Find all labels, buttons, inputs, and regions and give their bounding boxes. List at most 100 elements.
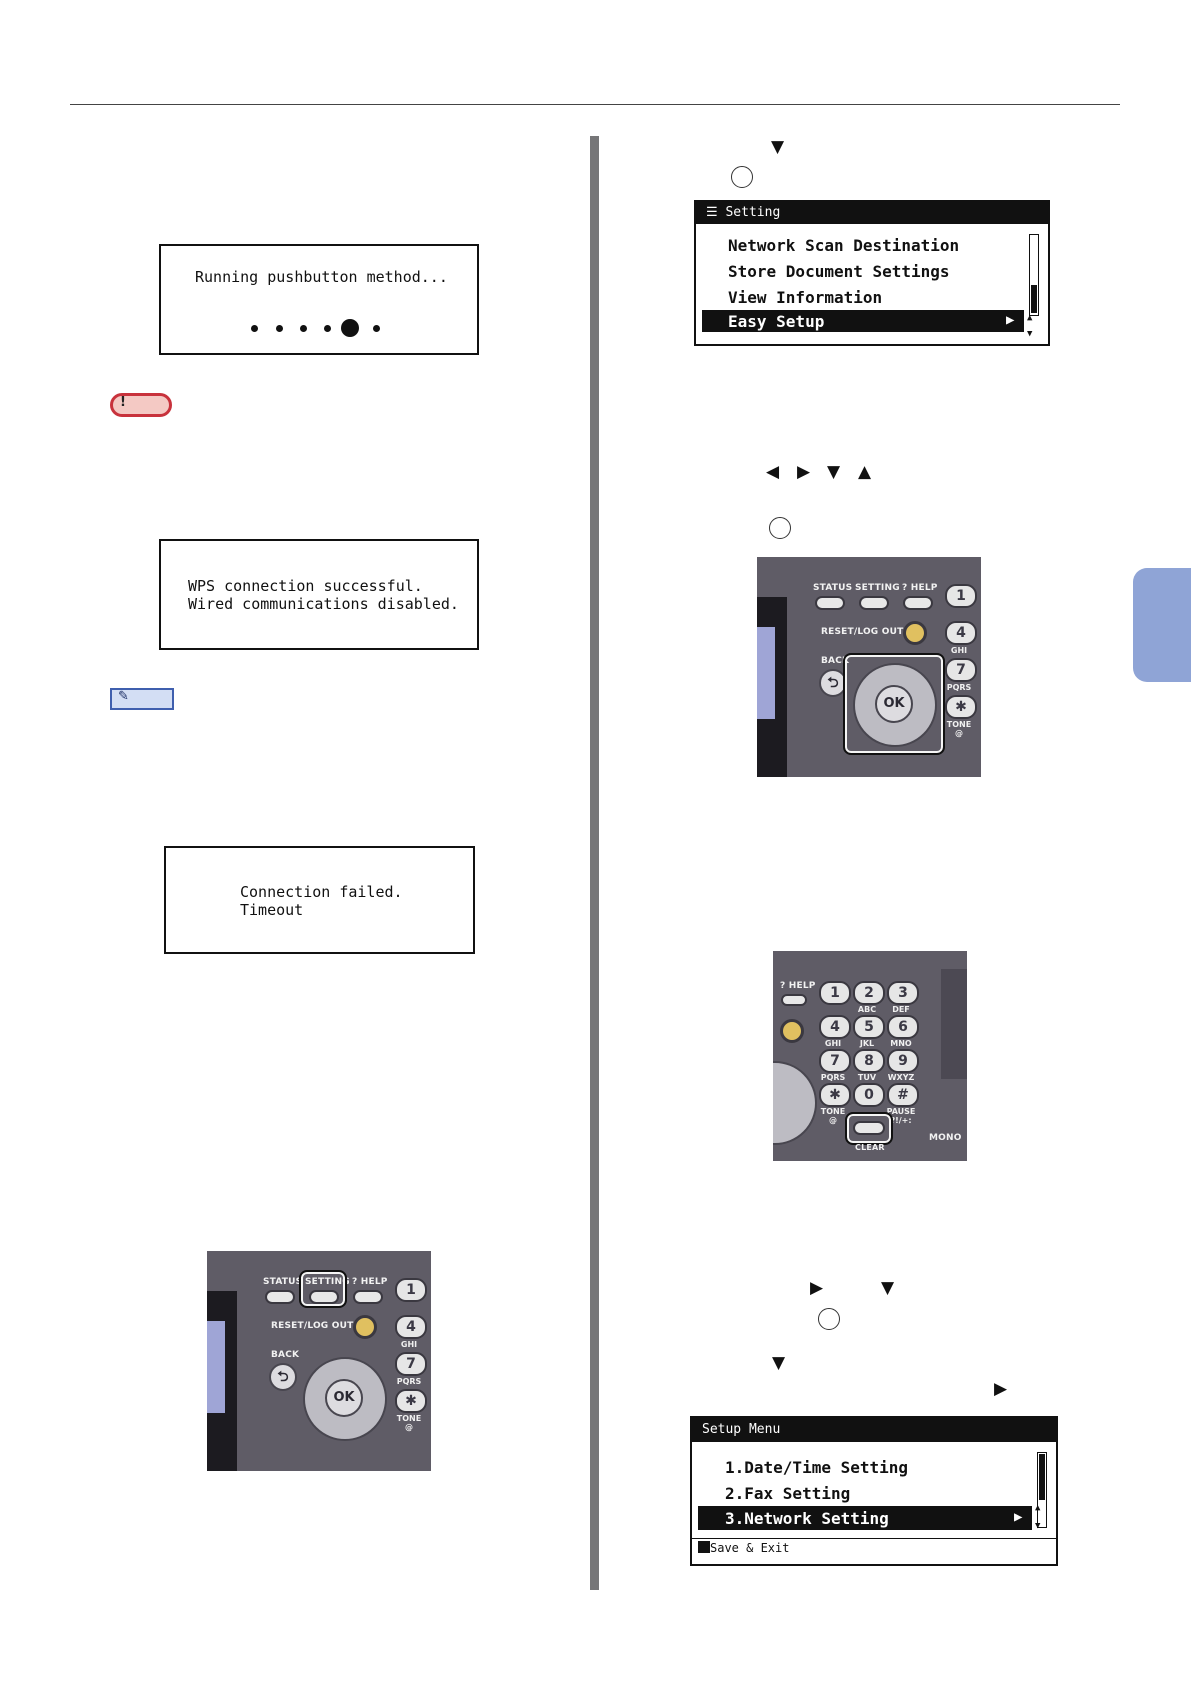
menu-item-network-setting[interactable]: 3.Network Setting ▶ — [698, 1506, 1032, 1530]
header-rule — [70, 104, 1120, 105]
menu-item-easy-setup-label: Easy Setup — [728, 312, 825, 331]
setting-label: SETTING — [855, 583, 900, 593]
key-star-sub: TONE @ — [396, 1414, 422, 1432]
column-divider — [590, 136, 599, 1590]
key-7-sub: PQRS — [820, 1073, 846, 1082]
key-4[interactable]: 4 — [819, 1015, 851, 1039]
setting-button-highlight — [299, 1270, 347, 1308]
lcd-connection-failed: Connection failed. Timeout — [164, 846, 475, 954]
lcd-failed-line2: Timeout — [240, 901, 304, 919]
reset-logout-button[interactable] — [780, 1019, 804, 1043]
key-1[interactable]: 1 — [395, 1278, 427, 1302]
help-label: ? HELP — [780, 981, 816, 991]
key-star[interactable]: ✱ — [945, 695, 977, 719]
key-hash[interactable]: # — [887, 1083, 919, 1107]
key-3-sub: DEF — [892, 1005, 910, 1014]
progress-dot — [373, 325, 380, 332]
scroll-up-icon: ▲ — [1035, 1503, 1041, 1513]
lcd-wps-success: WPS connection successful. Wired communi… — [159, 539, 479, 650]
progress-dot — [324, 325, 331, 332]
key-0[interactable]: 0 — [853, 1083, 885, 1107]
help-button[interactable] — [781, 994, 807, 1006]
setting-icon: ☰ — [706, 205, 718, 220]
reset-logout-button[interactable] — [903, 621, 927, 645]
navigation-pad[interactable] — [773, 1061, 817, 1145]
key-2-sub: ABC — [857, 1005, 877, 1014]
panel-screen — [207, 1321, 225, 1413]
key-star[interactable]: ✱ — [395, 1389, 427, 1413]
ok-circle-icon — [818, 1308, 840, 1330]
key-7[interactable]: 7 — [945, 658, 977, 682]
setup-menu-footer-divider — [692, 1538, 1056, 1539]
help-label: ? HELP — [902, 583, 938, 593]
operator-panel-navigation: STATUS SETTING ? HELP RESET/LOG OUT BACK… — [757, 557, 981, 777]
key-5[interactable]: 5 — [853, 1015, 885, 1039]
menu-item-network-setting-label: 3.Network Setting — [725, 1509, 889, 1528]
setup-menu-scrollbar[interactable] — [1037, 1452, 1047, 1528]
menu-item-fax-setting[interactable]: 2.Fax Setting — [725, 1484, 851, 1503]
note-badge: ! — [110, 393, 172, 417]
ok-button[interactable]: OK — [875, 685, 913, 723]
clear-button[interactable] — [853, 1121, 885, 1135]
menu-item-view-information[interactable]: View Information — [728, 288, 883, 307]
key-8-sub: TUV — [857, 1073, 877, 1082]
status-button[interactable] — [265, 1290, 295, 1304]
menu-item-store-document-settings[interactable]: Store Document Settings — [728, 262, 950, 281]
key-7-sub: PQRS — [946, 683, 972, 692]
key-2[interactable]: 2 — [853, 981, 885, 1005]
key-4[interactable]: 4 — [395, 1315, 427, 1339]
key-4-sub: GHI — [824, 1039, 842, 1048]
key-9[interactable]: 9 — [887, 1049, 919, 1073]
ok-button[interactable]: OK — [325, 1379, 363, 1417]
lcd-success-line1: WPS connection successful. — [188, 577, 423, 595]
setting-menu-screen: ☰ Setting Network Scan Destination Store… — [694, 200, 1050, 346]
key-7[interactable]: 7 — [819, 1049, 851, 1073]
scrollbar-thumb[interactable] — [1031, 285, 1037, 313]
help-label: ? HELP — [352, 1277, 388, 1287]
ok-circle-icon — [731, 166, 753, 188]
down-arrow-icon: ▼ — [827, 462, 841, 482]
help-button[interactable] — [903, 596, 933, 610]
menu-item-easy-setup[interactable]: Easy Setup ▶ — [702, 310, 1024, 332]
key-4-sub: GHI — [400, 1340, 418, 1349]
key-1[interactable]: 1 — [945, 584, 977, 608]
back-label: BACK — [271, 1350, 300, 1360]
back-button[interactable]: ⮌ — [269, 1363, 297, 1391]
key-4-sub: GHI — [950, 646, 968, 655]
key-hash-sub: PAUSE ?!/+: — [886, 1107, 916, 1125]
save-exit-button[interactable]: Save & Exit — [698, 1541, 789, 1555]
help-button[interactable] — [353, 1290, 383, 1304]
menu-item-network-scan-destination[interactable]: Network Scan Destination — [728, 236, 960, 255]
scrollbar-thumb[interactable] — [1039, 1454, 1045, 1500]
operator-panel-keypad: ? HELP 1 2 ABC 3 DEF 4 GHI 5 JKL 6 MNO 7… — [773, 951, 967, 1161]
setup-menu-title: Setup Menu — [692, 1418, 1056, 1442]
status-label: STATUS — [813, 583, 853, 593]
key-9-sub: WXYZ — [887, 1073, 915, 1082]
back-label: BACK — [821, 656, 850, 666]
setting-menu-scrollbar[interactable] — [1029, 234, 1039, 316]
progress-dot — [300, 325, 307, 332]
right-arrow-icon: ▶ — [994, 1379, 1008, 1399]
reset-logout-button[interactable] — [353, 1315, 377, 1339]
menu-item-date-time-setting[interactable]: 1.Date/Time Setting — [725, 1458, 909, 1477]
down-arrow-icon: ▼ — [771, 137, 785, 157]
key-star-sub: TONE @ — [820, 1107, 846, 1125]
key-6[interactable]: 6 — [887, 1015, 919, 1039]
status-button[interactable] — [815, 596, 845, 610]
key-4[interactable]: 4 — [945, 621, 977, 645]
reset-logout-label: RESET/LOG OUT — [271, 1321, 354, 1331]
lcd-success-line2: Wired communications disabled. — [188, 595, 459, 613]
key-7[interactable]: 7 — [395, 1352, 427, 1376]
key-3[interactable]: 3 — [887, 981, 919, 1005]
key-1[interactable]: 1 — [819, 981, 851, 1005]
setting-button[interactable] — [309, 1290, 339, 1304]
back-button[interactable]: ⮌ — [819, 669, 847, 697]
operator-panel-setting: STATUS SETTING ? HELP RESET/LOG OUT BACK… — [207, 1251, 431, 1471]
key-5-sub: JKL — [859, 1039, 875, 1048]
setting-button[interactable] — [859, 596, 889, 610]
key-8[interactable]: 8 — [853, 1049, 885, 1073]
setting-label: SETTING — [305, 1277, 350, 1287]
down-arrow-icon: ▼ — [881, 1278, 895, 1298]
key-star[interactable]: ✱ — [819, 1083, 851, 1107]
down-arrow-icon: ▼ — [772, 1353, 786, 1373]
